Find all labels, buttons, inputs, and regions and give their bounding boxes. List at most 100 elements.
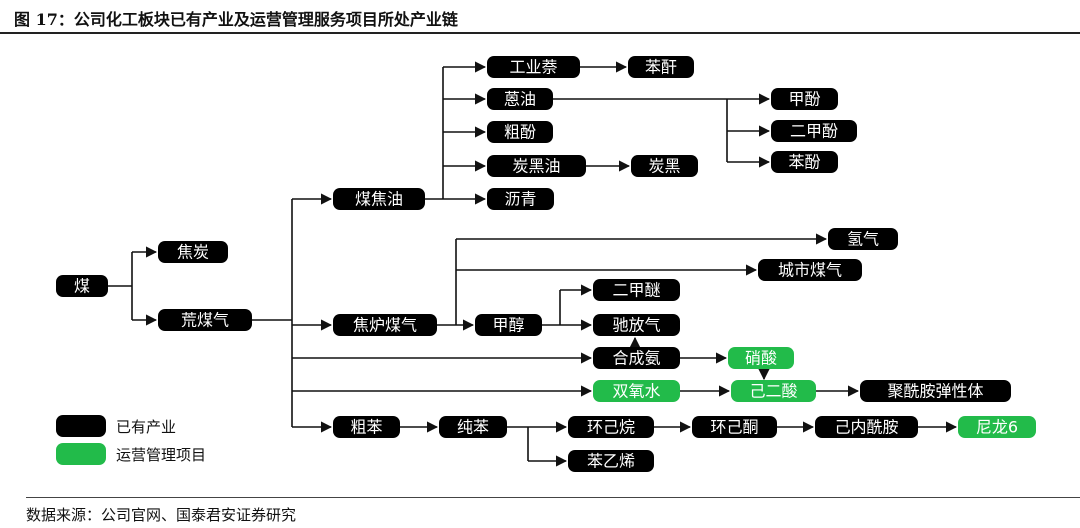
node-box	[487, 88, 553, 110]
node-cbo: 炭黑油	[487, 155, 586, 177]
source-note: 数据来源：公司官网、国泰君安证券研究	[26, 506, 297, 524]
node-box	[771, 88, 838, 110]
node-capro: 己内酰胺	[815, 416, 918, 438]
node-city-gas: 城市煤气	[758, 259, 862, 281]
node-label: 苯酐	[645, 58, 677, 77]
node-label: 甲酚	[788, 90, 820, 109]
node-label: 合成氨	[612, 349, 660, 368]
node-label: 苯酚	[788, 153, 820, 172]
node-hno3: 硝酸	[728, 347, 794, 369]
node-label: 二甲酚	[790, 122, 838, 141]
node-label: 二甲醚	[612, 281, 660, 300]
legend-swatch-operating	[56, 443, 106, 465]
node-box	[958, 416, 1036, 438]
node-tpu: 聚酰胺弹性体	[860, 380, 1011, 402]
node-box	[828, 228, 898, 250]
node-coke-gas: 焦炉煤气	[333, 314, 437, 336]
legend-label-existing: 已有产业	[116, 418, 177, 436]
node-box	[628, 56, 694, 78]
node-label: 双氧水	[612, 382, 660, 401]
node-box	[475, 314, 542, 336]
node-purge: 驰放气	[593, 314, 680, 336]
node-cyhex: 环己烷	[568, 416, 654, 438]
node-anth: 蒽油	[487, 88, 553, 110]
node-label: 甲醇	[492, 316, 524, 335]
legend-swatch-existing	[56, 415, 106, 437]
node-coke: 焦炭	[158, 241, 228, 263]
node-xylenol: 二甲酚	[771, 120, 857, 142]
node-label: 荒煤气	[181, 311, 229, 330]
node-label: 煤焦油	[355, 190, 403, 209]
node-coal: 煤	[56, 275, 108, 297]
node-label: 己二酸	[749, 382, 797, 401]
node-label: 粗酚	[504, 123, 536, 142]
node-box	[333, 188, 425, 210]
top-rule	[0, 32, 1080, 34]
node-styrene: 苯乙烯	[568, 450, 654, 472]
node-raw-gas: 荒煤气	[158, 309, 252, 331]
node-label: 纯苯	[457, 418, 489, 437]
node-pitch: 沥青	[487, 188, 554, 210]
edge-cokegas-h2	[455, 239, 826, 325]
node-box	[487, 188, 554, 210]
node-box	[158, 309, 252, 331]
node-box	[439, 416, 507, 438]
node-label: 焦炉煤气	[353, 316, 417, 335]
node-box	[593, 347, 680, 369]
node-nylon6: 尼龙6	[958, 416, 1036, 438]
node-phth: 苯酐	[628, 56, 694, 78]
node-box	[771, 120, 857, 142]
node-meoh: 甲醇	[475, 314, 542, 336]
edge-purebenz-trunk	[507, 426, 529, 461]
node-box	[568, 416, 654, 438]
edge-coal-split	[108, 252, 133, 320]
node-box	[728, 347, 794, 369]
node-dme: 二甲醚	[593, 279, 680, 301]
node-box	[731, 380, 816, 402]
node-label: 聚酰胺弹性体	[887, 382, 983, 401]
node-phenol: 苯酚	[771, 151, 838, 173]
node-tar: 煤焦油	[333, 188, 425, 210]
node-box	[815, 416, 918, 438]
node-label: 沥青	[504, 190, 536, 209]
node-box	[568, 450, 654, 472]
node-cb: 炭黑	[631, 155, 698, 177]
node-box	[758, 259, 862, 281]
node-box	[333, 314, 437, 336]
diagram-edges	[108, 61, 958, 467]
node-box	[771, 151, 838, 173]
node-naph: 工业萘	[487, 56, 580, 78]
node-label: 氢气	[847, 230, 879, 249]
node-box	[487, 155, 586, 177]
edge-meoh-trunk	[542, 290, 561, 326]
figure-title: 图 17：公司化工板块已有产业及运营管理服务项目所处产业链	[14, 10, 458, 29]
node-pure-benz: 纯苯	[439, 416, 507, 438]
node-box	[158, 241, 228, 263]
bottom-rule	[26, 497, 1080, 498]
node-label: 环己烷	[587, 418, 635, 437]
node-h2o2: 双氧水	[593, 380, 680, 402]
node-label: 尼龙6	[976, 418, 1018, 437]
legend-label-operating: 运营管理项目	[116, 446, 207, 464]
node-label: 工业萘	[509, 58, 557, 77]
node-box	[56, 275, 108, 297]
node-label: 环己酮	[710, 418, 758, 437]
edge-tar-trunk	[425, 67, 444, 200]
node-box	[593, 380, 680, 402]
node-adipic: 己二酸	[731, 380, 816, 402]
node-box	[860, 380, 1011, 402]
node-box	[487, 121, 553, 143]
node-nh3: 合成氨	[593, 347, 680, 369]
node-cresol: 甲酚	[771, 88, 838, 110]
node-box	[487, 56, 580, 78]
node-crude-benz: 粗苯	[333, 416, 400, 438]
node-label: 硝酸	[745, 349, 777, 368]
node-label: 焦炭	[177, 243, 209, 262]
node-label: 苯乙烯	[587, 452, 635, 471]
edge-rawgas-trunk	[252, 199, 293, 427]
node-label: 城市煤气	[778, 261, 842, 280]
node-cyhexone: 环己酮	[692, 416, 777, 438]
edge-anth-trunk	[553, 98, 728, 162]
node-box	[593, 279, 680, 301]
